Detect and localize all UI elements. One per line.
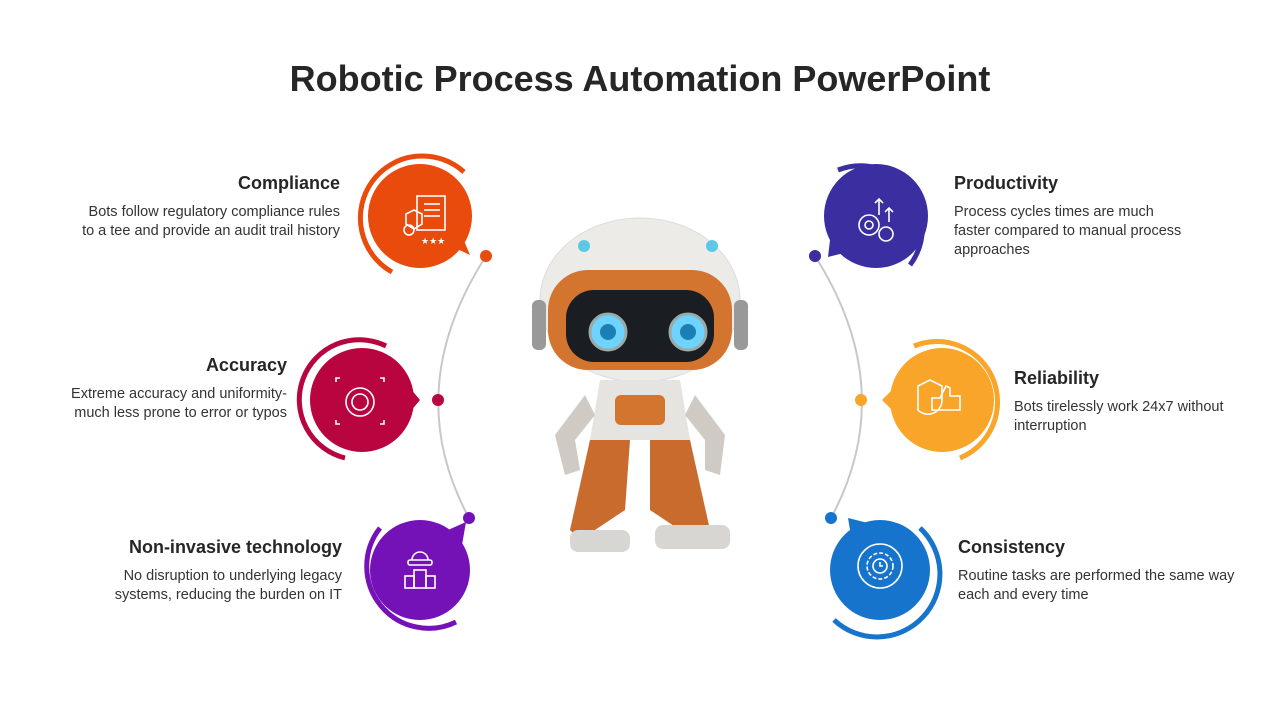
compliance-dot [480,250,492,262]
feature-non-invasive: Non-invasive technology No disruption to… [42,537,342,605]
compliance-badge: ★★★ [357,153,492,275]
robot-illustration [532,217,748,552]
reliability-badge [855,338,1001,461]
reliability-heading: Reliability [1014,368,1100,388]
slide-title: Robotic Process Automation PowerPoint [289,58,991,99]
reliability-dot [855,394,867,406]
accuracy-badge [296,337,444,461]
robot-building-icon [404,551,436,589]
gear-clock-cycle-icon [857,543,903,589]
consistency-badge [825,512,943,640]
feature-compliance: Compliance Bots follow regulatory compli… [40,173,340,241]
feature-reliability: Reliability Bots tirelessly work 24x7 wi… [1014,368,1254,436]
accuracy-heading: Accuracy [205,355,287,375]
productivity-text: Process cycles times are much faster com… [954,204,1182,258]
accuracy-text: Extreme accuracy and uniformity- much le… [71,386,287,421]
svg-text:★★★: ★★★ [421,236,445,246]
productivity-heading: Productivity [954,173,1059,193]
non-invasive-text: No disruption to underlying legacy syste… [114,568,342,603]
non-invasive-heading: Non-invasive technology [128,537,342,557]
reliability-text: Bots tirelessly work 24x7 without interr… [1014,399,1224,434]
productivity-badge [809,163,928,268]
non-invasive-dot [463,512,475,524]
target-face-icon [335,377,385,425]
consistency-text: Routine tasks are performed the same way… [958,568,1235,603]
consistency-dot [825,512,837,524]
shield-thumbs-up-icon [917,379,961,415]
compliance-text: Bots follow regulatory compliance rules … [82,204,340,239]
feature-accuracy: Accuracy Extreme accuracy and uniformity… [0,355,287,423]
accuracy-dot [432,394,444,406]
non-invasive-badge [364,512,475,631]
gear-arrows-clock-icon [858,197,894,242]
compliance-heading: Compliance [237,173,340,193]
feature-consistency: Consistency Routine tasks are performed … [958,537,1238,605]
right-connector-curve [814,255,863,519]
productivity-dot [809,250,821,262]
feature-productivity: Productivity Process cycles times are mu… [954,173,1184,260]
consistency-heading: Consistency [958,537,1066,557]
certificate-icon: ★★★ [403,195,446,246]
left-connector-curve [437,255,487,519]
